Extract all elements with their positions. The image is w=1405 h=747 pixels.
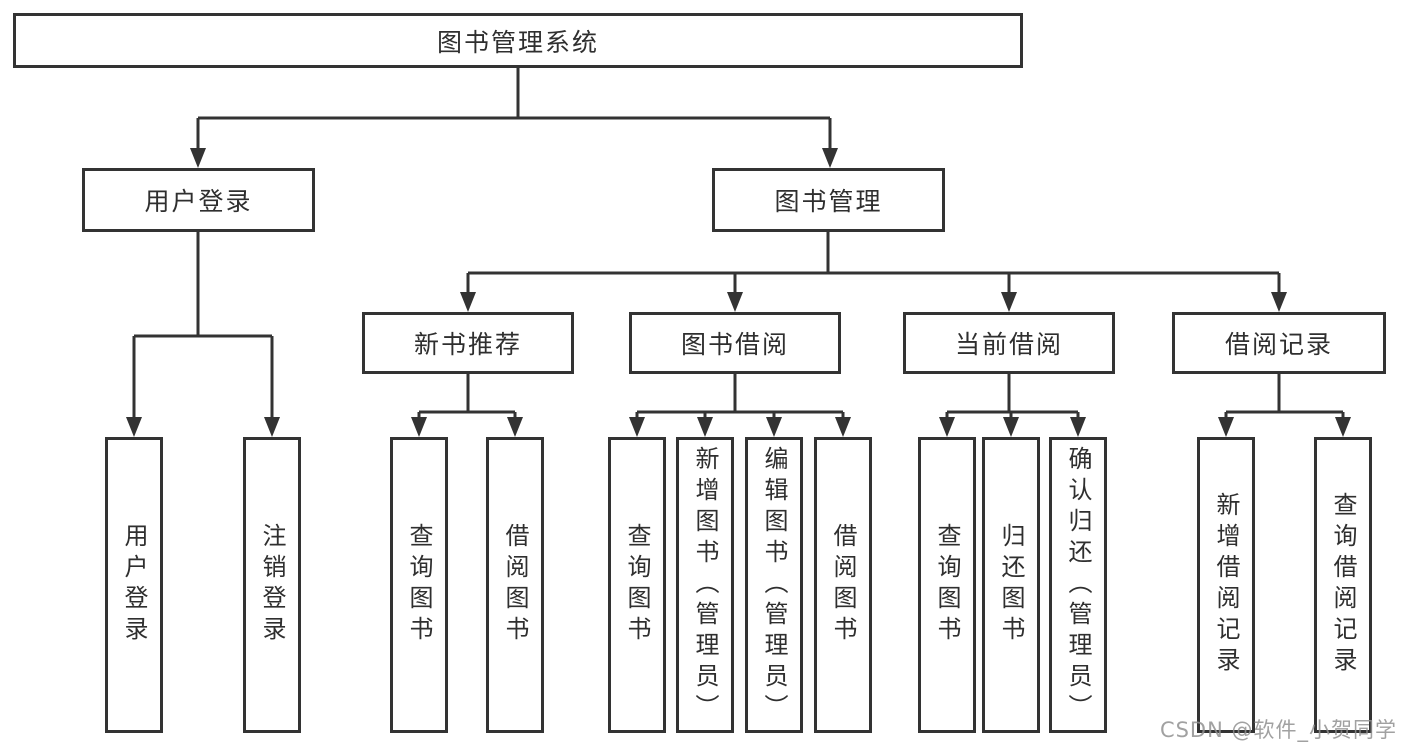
node-borrow-record-label: 借阅记录: [1224, 330, 1333, 359]
leaf-borrow-query-book-label: 查询图书: [623, 523, 651, 647]
leaf-recommend-query-book-label: 查询图书: [405, 523, 433, 647]
leaf-user-login-label: 用户登录: [120, 523, 148, 647]
leaf-borrow-book-label: 借阅图书: [829, 523, 857, 647]
leaf-return-book-label: 归还图书: [997, 523, 1025, 647]
node-user-login-label: 用户登录: [144, 187, 253, 216]
node-root-label: 图书管理系统: [436, 27, 599, 57]
leaf-query-borrow-record: 查询借阅记录: [1314, 437, 1372, 733]
leaf-borrow-query-book: 查询图书: [608, 437, 666, 733]
leaf-edit-book-admin-label: 编辑图书（管理员）: [760, 445, 788, 725]
leaf-confirm-return-admin-label: 确认归还（管理员）: [1064, 445, 1092, 725]
leaf-borrow-book: 借阅图书: [814, 437, 872, 733]
leaf-add-book-admin: 新增图书（管理员）: [676, 437, 734, 733]
leaf-current-query-book-label: 查询图书: [933, 523, 961, 647]
connector-arrowheads: [126, 148, 1351, 437]
leaf-confirm-return-admin: 确认归还（管理员）: [1049, 437, 1107, 733]
leaf-user-login: 用户登录: [105, 437, 163, 733]
node-new-book-recommend: 新书推荐: [362, 312, 574, 374]
leaf-logout-login-label: 注销登录: [258, 523, 286, 647]
leaf-edit-book-admin: 编辑图书（管理员）: [745, 437, 803, 733]
node-root: 图书管理系统: [13, 13, 1023, 68]
leaf-add-borrow-record-label: 新增借阅记录: [1212, 492, 1240, 678]
leaf-add-book-admin-label: 新增图书（管理员）: [691, 445, 719, 725]
node-user-login: 用户登录: [82, 168, 315, 232]
leaf-recommend-borrow-book: 借阅图书: [486, 437, 544, 733]
leaf-return-book: 归还图书: [982, 437, 1040, 733]
leaf-logout-login: 注销登录: [243, 437, 301, 733]
leaf-recommend-query-book: 查询图书: [390, 437, 448, 733]
leaf-current-query-book: 查询图书: [918, 437, 976, 733]
node-book-management-label: 图书管理: [774, 187, 883, 216]
leaf-query-borrow-record-label: 查询借阅记录: [1329, 492, 1357, 678]
node-book-borrow-label: 图书借阅: [680, 330, 789, 359]
node-new-book-recommend-label: 新书推荐: [413, 330, 522, 359]
leaf-add-borrow-record: 新增借阅记录: [1197, 437, 1255, 733]
leaf-recommend-borrow-book-label: 借阅图书: [501, 523, 529, 647]
node-book-management: 图书管理: [712, 168, 945, 232]
watermark: CSDN @软件_小贺同学: [1159, 718, 1397, 742]
node-current-borrow-label: 当前借阅: [954, 330, 1063, 359]
node-borrow-record: 借阅记录: [1172, 312, 1386, 374]
node-book-borrow: 图书借阅: [629, 312, 841, 374]
node-current-borrow: 当前借阅: [903, 312, 1115, 374]
